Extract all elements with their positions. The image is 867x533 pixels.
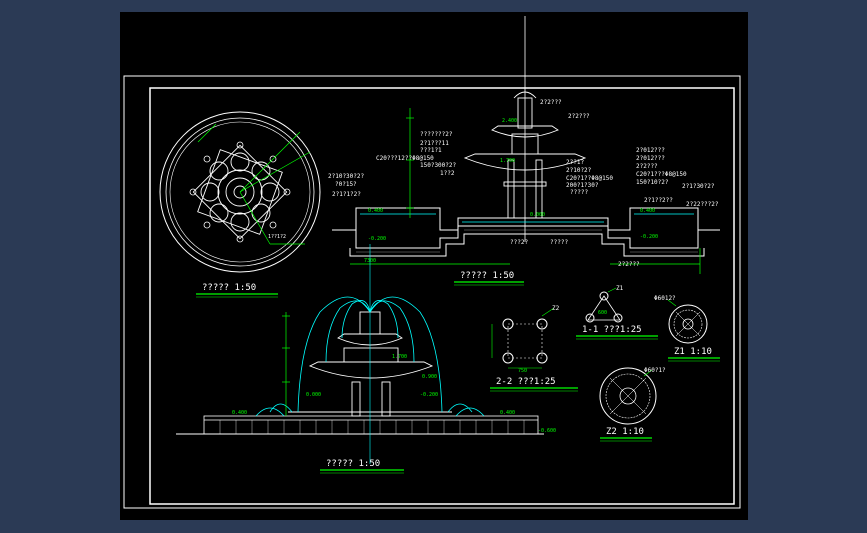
section-note: ?0?15? — [335, 181, 357, 188]
dim-label: -0.200 — [640, 234, 658, 240]
section-note: 2??1? — [566, 159, 584, 166]
dim-label: -0.600 — [538, 428, 556, 434]
plan-note: 1??1?2 — [268, 234, 286, 240]
dim-label: -0.200 — [420, 392, 438, 398]
right-note: 2?1??2?? — [644, 197, 673, 204]
tag-z2: Z2 — [552, 305, 560, 312]
section-note: 2?10?2? — [566, 167, 592, 174]
detail-z2[interactable]: Φ60?1? — [599, 367, 666, 425]
section-note: ???2? — [510, 239, 528, 246]
right-note: 2?012??? — [636, 155, 665, 162]
dim-label: 600 — [598, 310, 607, 316]
right-note: 2?22???2? — [686, 201, 719, 208]
dim-label: 2.400 — [502, 118, 517, 124]
right-note: 2?012??? — [636, 147, 665, 154]
z2-note: Φ60?1? — [644, 367, 666, 374]
detail-2-2-title: 2-2 ???1:25 — [496, 377, 556, 387]
detail-z1[interactable]: Φ6012? — [654, 295, 708, 344]
section-note: 2?1?1?2? — [332, 191, 361, 198]
detail-1-1[interactable]: Z1 600 — [585, 285, 624, 323]
dim-label: 0.400 — [640, 208, 655, 214]
plan-view[interactable]: 1??1?2 — [159, 111, 321, 273]
section-view[interactable]: 2?2??? 2?2??? ???????2? 2?1???11 ???1?1 … — [328, 91, 720, 274]
section-note: 200?1?30? — [566, 182, 599, 189]
section-note: 2?2??? — [540, 99, 562, 106]
detail-z1-title: Z1 1:10 — [674, 347, 712, 357]
plan-view-title: ????? 1:50 — [202, 283, 256, 293]
dim-label: 0.000 — [530, 212, 545, 218]
detail-1-1-title: 1-1 ???1:25 — [582, 325, 642, 335]
dim-label: 0.900 — [422, 374, 437, 380]
cad-viewport[interactable]: 1??1?2 ????? 1:50 — [120, 12, 748, 520]
elevation-view-title: ????? 1:50 — [326, 459, 380, 469]
dim-label: 0.000 — [306, 392, 321, 398]
elevation-view[interactable]: 0.400 0.400 1.700 0.900 0.000 -0.200 -0.… — [176, 244, 556, 464]
z1-note: Φ6012? — [654, 295, 676, 302]
section-view-title: ????? 1:50 — [460, 271, 514, 281]
dim-label: 750 — [518, 368, 527, 374]
dim-label: 0.400 — [368, 208, 383, 214]
section-note: 2?2??? — [618, 261, 640, 268]
section-note: C20???12??Φ8@150 — [376, 155, 434, 162]
section-note: 2?1???11 — [420, 140, 449, 147]
cad-drawing: 1??1?2 ????? 1:50 — [123, 16, 741, 509]
dim-label: 1.700 — [392, 354, 407, 360]
right-note: 2?1?30?2? — [682, 183, 715, 190]
section-note: 150?300?2? — [420, 162, 457, 169]
right-note: 150?10?2? — [636, 179, 669, 186]
detail-z2-title: Z2 1:10 — [606, 427, 644, 437]
dim-label: 0.400 — [500, 410, 515, 416]
dim-label: -0.200 — [368, 236, 386, 242]
drawing-frame — [123, 75, 741, 509]
section-note: ????? — [570, 189, 588, 196]
section-note: C20?1??Φ8@150 — [566, 175, 613, 182]
tag-z1: Z1 — [616, 285, 624, 292]
right-note: 2?2??? — [636, 163, 658, 170]
detail-2-2[interactable]: Z2 750 — [491, 305, 560, 374]
section-note: 1??2 — [440, 170, 455, 177]
right-note: C20?1???Φ8@150 — [636, 171, 687, 178]
section-note: ???1?1 — [420, 147, 442, 154]
section-note: 2?10?30?2? — [328, 173, 365, 180]
section-note: 2?2??? — [568, 113, 590, 120]
section-note: ???????2? — [420, 131, 453, 138]
section-note: ????? — [550, 239, 568, 246]
dim-label: 1.700 — [500, 158, 515, 164]
dim-label: 0.400 — [232, 410, 247, 416]
